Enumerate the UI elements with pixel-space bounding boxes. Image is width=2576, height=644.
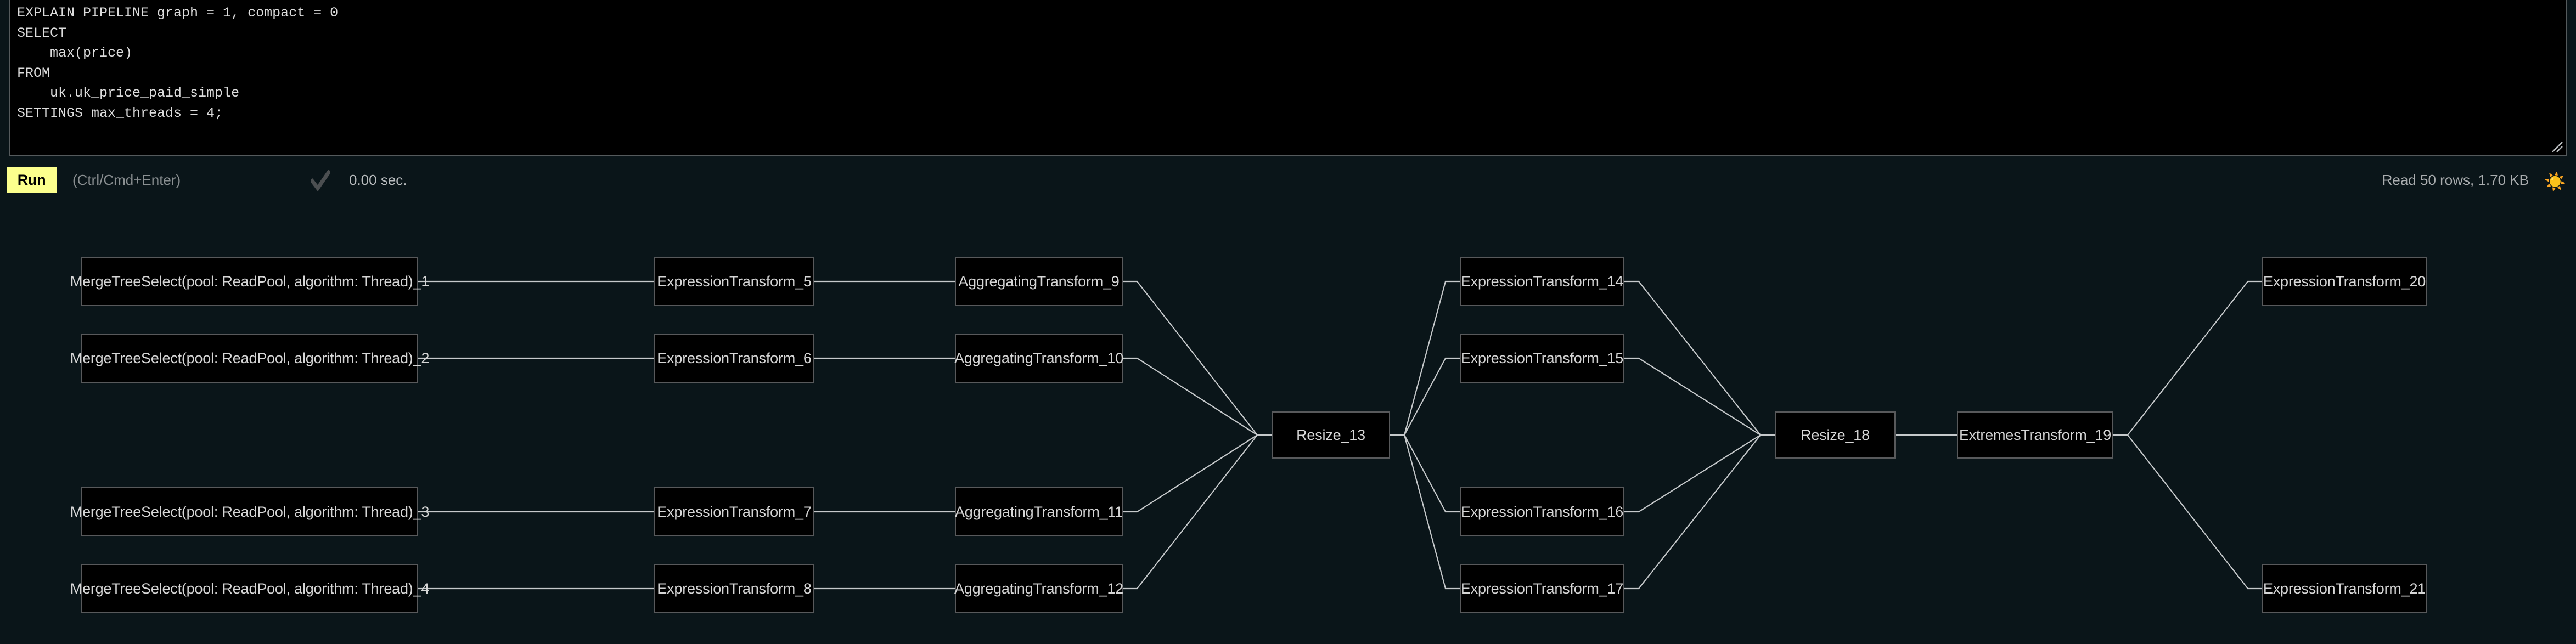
graph-node-resize-13[interactable]: Resize_13 [1272,411,1390,459]
graph-node-expressiontransform-14[interactable]: ExpressionTransform_14 [1460,257,1624,306]
graph-edge [1624,357,1775,436]
graph-edge [1390,357,1460,436]
graph-node-expressiontransform-16[interactable]: ExpressionTransform_16 [1460,487,1624,536]
run-shortcut-hint: (Ctrl/Cmd+Enter) [72,172,181,188]
graph-node-mergetreeselect-pool-readpool-algorithm-thread-1[interactable]: MergeTreeSelect(pool: ReadPool, algorith… [70,257,429,306]
graph-edge [1123,280,1272,436]
graph-edge [1390,434,1460,590]
graph-edge [1123,434,1272,513]
graph-node-expressiontransform-15[interactable]: ExpressionTransform_15 [1460,334,1624,383]
graph-node-aggregatingtransform-12[interactable]: AggregatingTransform_12 [954,564,1123,613]
graph-node-expressiontransform-21[interactable]: ExpressionTransform_21 [2262,564,2427,613]
graph-node-expressiontransform-8[interactable]: ExpressionTransform_8 [654,564,814,613]
graph-node-expressiontransform-20[interactable]: ExpressionTransform_20 [2262,257,2427,306]
graph-node-expressiontransform-5[interactable]: ExpressionTransform_5 [654,257,814,306]
sql-editor-container: EXPLAIN PIPELINE graph = 1, compact = 0 … [9,0,2567,156]
pipeline-graph-edges [418,280,2262,590]
graph-edge [1123,434,1272,590]
sun-icon[interactable]: ☀️ [2544,172,2566,191]
graph-edge [2113,280,2262,436]
graph-node-mergetreeselect-pool-readpool-algorithm-thread-3[interactable]: MergeTreeSelect(pool: ReadPool, algorith… [70,487,429,536]
graph-node-aggregatingtransform-11[interactable]: AggregatingTransform_11 [955,487,1123,536]
check-icon [311,170,330,191]
graph-edge [1390,434,1460,513]
graph-node-resize-18[interactable]: Resize_18 [1775,411,1896,459]
pipeline-graph: MergeTreeSelect(pool: ReadPool, algorith… [0,208,2576,644]
read-stats-label: Read 50 rows, 1.70 KB [2382,172,2529,188]
graph-edge [1624,280,1775,436]
sql-query-input[interactable]: EXPLAIN PIPELINE graph = 1, compact = 0 … [9,0,2567,156]
graph-node-mergetreeselect-pool-readpool-algorithm-thread-4[interactable]: MergeTreeSelect(pool: ReadPool, algorith… [70,564,429,613]
graph-node-extremestransform-19[interactable]: ExtremesTransform_19 [1957,411,2113,459]
graph-node-expressiontransform-7[interactable]: ExpressionTransform_7 [654,487,814,536]
graph-node-expressiontransform-17[interactable]: ExpressionTransform_17 [1460,564,1624,613]
graph-node-mergetreeselect-pool-readpool-algorithm-thread-2[interactable]: MergeTreeSelect(pool: ReadPool, algorith… [70,334,429,383]
graph-edge [2113,434,2262,590]
graph-node-aggregatingtransform-10[interactable]: AggregatingTransform_10 [954,334,1123,383]
elapsed-time: 0.00 sec. [349,172,407,188]
query-toolbar: Run (Ctrl/Cmd+Enter) 0.00 sec. Read 50 r… [0,160,2576,204]
graph-node-aggregatingtransform-9[interactable]: AggregatingTransform_9 [955,257,1123,306]
graph-edge [1624,434,1775,590]
graph-edge [1624,434,1775,513]
graph-edge [1123,357,1272,436]
graph-node-expressiontransform-6[interactable]: ExpressionTransform_6 [654,334,814,383]
run-button[interactable]: Run [7,167,57,193]
